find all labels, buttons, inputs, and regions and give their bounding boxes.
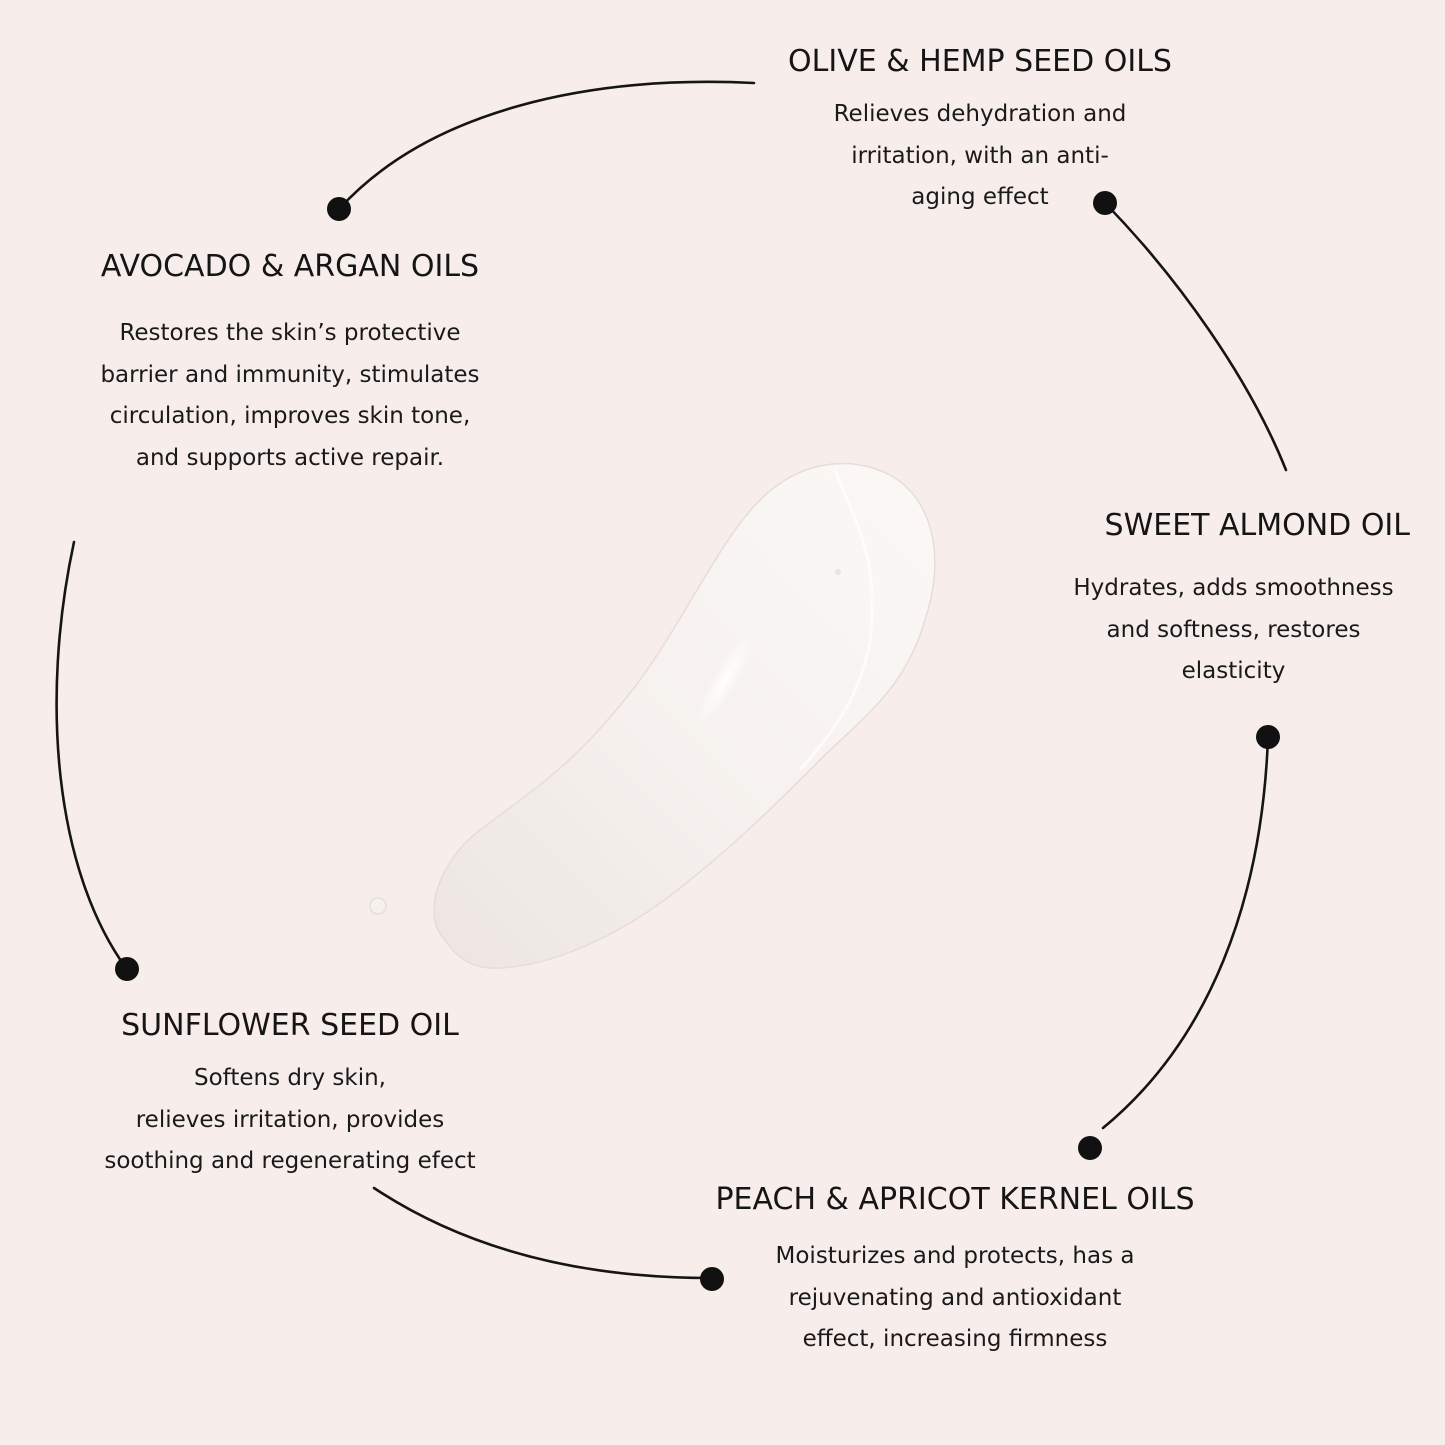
connector-dot-peach-left bbox=[700, 1267, 724, 1291]
callout-title: PEACH & APRICOT KERNEL OILS bbox=[715, 1182, 1195, 1217]
connector-arc-olive-almond bbox=[1103, 201, 1288, 472]
callout-description: Softens dry skin, relieves irritation, p… bbox=[60, 1058, 520, 1183]
description-line: Restores the skin’s protective bbox=[119, 320, 461, 346]
description-line: and softness, restores bbox=[1106, 616, 1361, 643]
cream-swatch-illustration bbox=[369, 462, 936, 969]
connector-arc-sunflower-peach bbox=[372, 1186, 713, 1280]
callout-sweet-almond: SWEET ALMOND OIL Hydrates, adds smoothne… bbox=[1040, 508, 1445, 693]
connector-dot-avocado bbox=[327, 197, 351, 221]
callout-avocado-argan: AVOCADO & ARGAN OILS Restores the skin’s… bbox=[60, 249, 520, 479]
callout-description: Moisturizes and protects, has a rejuvena… bbox=[680, 1236, 1230, 1361]
connector-dot-almond bbox=[1256, 725, 1280, 749]
description-line: Relieves dehydration and bbox=[833, 101, 1127, 127]
description-line: Softens dry skin, bbox=[194, 1065, 386, 1091]
description-line: barrier and immunity, stimulates bbox=[100, 361, 480, 388]
description-line: circulation, improves skin tone, bbox=[109, 403, 471, 429]
callout-description: Relieves dehydration and irritation, wit… bbox=[760, 94, 1200, 219]
callout-description: Restores the skin’s protective barrier a… bbox=[60, 313, 520, 479]
connector-arc-avocado-sunflower bbox=[55, 540, 128, 970]
connector-dot-olive bbox=[1093, 191, 1117, 215]
callout-peach-apricot: PEACH & APRICOT KERNEL OILS Moisturizes … bbox=[680, 1182, 1230, 1361]
description-line: elasticity bbox=[1181, 658, 1286, 684]
description-line: relieves irritation, provides bbox=[135, 1106, 445, 1133]
description-line: aging effect bbox=[911, 184, 1049, 210]
callout-title: OLIVE & HEMP SEED OILS bbox=[788, 44, 1172, 79]
callout-olive-hemp: OLIVE & HEMP SEED OILS Relieves dehydrat… bbox=[760, 44, 1200, 219]
callout-title: SUNFLOWER SEED OIL bbox=[121, 1008, 459, 1043]
callout-description: Hydrates, adds smoothness and softness, … bbox=[1040, 568, 1445, 693]
description-line: rejuvenating and antioxidant bbox=[788, 1284, 1122, 1311]
description-line: Moisturizes and protects, has a bbox=[775, 1243, 1135, 1269]
connector-arc-olive-avocado bbox=[338, 80, 756, 210]
callout-title: AVOCADO & ARGAN OILS bbox=[100, 249, 480, 284]
connector-dot-sunflower bbox=[115, 957, 139, 981]
connector-arc-almond-peach bbox=[1101, 735, 1270, 1130]
description-line: Hydrates, adds smoothness bbox=[1073, 575, 1394, 601]
description-line: and supports active repair. bbox=[135, 444, 445, 471]
callout-sunflower-seed: SUNFLOWER SEED OIL Softens dry skin, rel… bbox=[60, 1008, 520, 1183]
connector-dot-peach bbox=[1078, 1136, 1102, 1160]
description-line: effect, increasing firmness bbox=[802, 1326, 1108, 1352]
description-line: soothing and regenerating efect bbox=[104, 1148, 476, 1174]
callout-title: SWEET ALMOND OIL bbox=[1104, 508, 1410, 543]
description-line: irritation, with an anti- bbox=[851, 142, 1109, 169]
